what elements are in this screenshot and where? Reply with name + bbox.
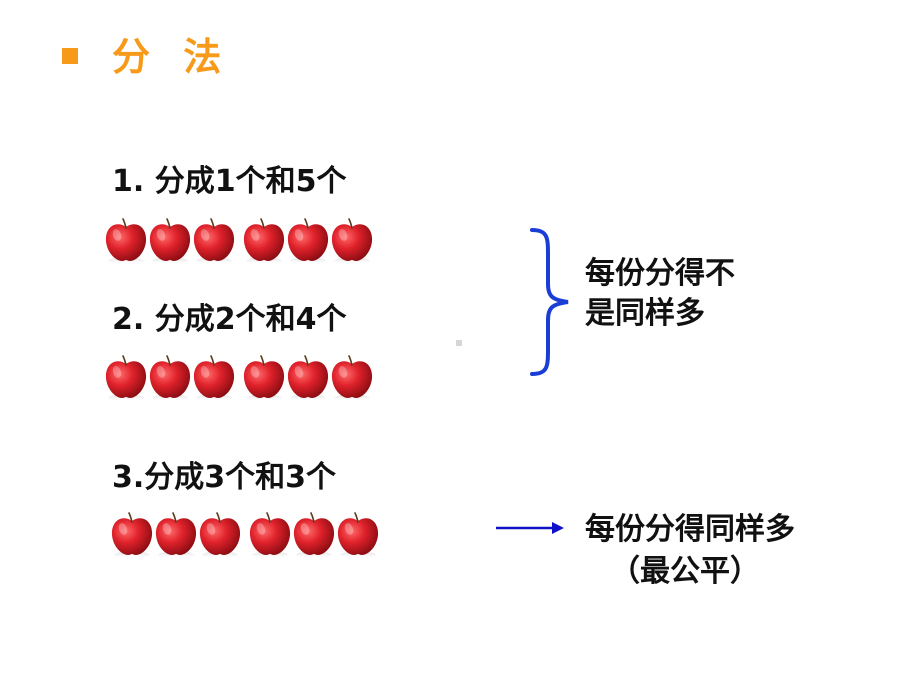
item-2-label: 2. 分成2个和4个 <box>112 302 347 337</box>
equal-result-line1: 每份分得同样多 <box>585 512 795 547</box>
apple-icon <box>148 353 192 403</box>
apple-icon <box>248 510 292 560</box>
equal-result-line2: （最公平） <box>610 554 760 589</box>
apple-row-1 <box>104 216 374 266</box>
title-bullet <box>62 48 78 64</box>
apple-icon <box>286 353 330 403</box>
right-arrow-icon <box>496 522 564 534</box>
unequal-result-line2: 是同样多 <box>585 296 705 331</box>
apple-row-3 <box>110 510 380 560</box>
apple-icon <box>330 353 374 403</box>
apple-icon <box>104 353 148 403</box>
apple-icon <box>192 216 236 266</box>
apple-icon <box>198 510 242 560</box>
apple-icon <box>110 510 154 560</box>
apple-icon <box>330 216 374 266</box>
apple-icon <box>104 216 148 266</box>
apple-icon <box>286 216 330 266</box>
decorative-dot <box>456 340 462 346</box>
slide-title: 分 法 <box>112 35 232 79</box>
apple-icon <box>242 216 286 266</box>
apple-row-2 <box>104 353 374 403</box>
apple-icon <box>154 510 198 560</box>
curly-brace-icon <box>530 228 569 376</box>
unequal-result-line1: 每份分得不 <box>585 256 735 291</box>
apple-icon <box>192 353 236 403</box>
item-3-label: 3.分成3个和3个 <box>112 460 337 495</box>
apple-icon <box>336 510 380 560</box>
apple-icon <box>292 510 336 560</box>
item-1-label: 1. 分成1个和5个 <box>112 164 347 199</box>
apple-icon <box>242 353 286 403</box>
apple-icon <box>148 216 192 266</box>
